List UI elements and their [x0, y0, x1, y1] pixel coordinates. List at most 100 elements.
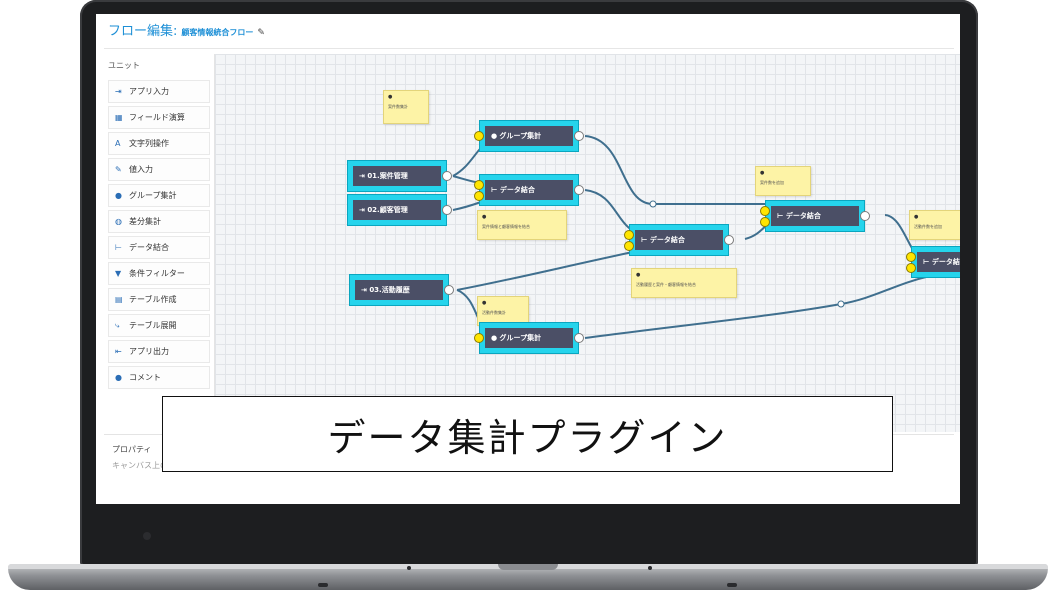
- node-body: ⇥ 02.顧客管理: [353, 200, 441, 220]
- input-port[interactable]: [474, 191, 484, 201]
- flow-canvas[interactable]: ●案件数集計 ●案件情報と顧客情報を結合 ●案件数を追加 ●活動履歴と案件・顧客…: [214, 54, 960, 432]
- input-port[interactable]: [906, 252, 916, 262]
- node-data-join-1[interactable]: ⊢ データ結合: [474, 174, 584, 206]
- sticky-note[interactable]: ● 案件情報と顧客情報を結合: [477, 210, 567, 240]
- unit-table-create[interactable]: ▤テーブル作成: [108, 288, 210, 311]
- text-op-icon: A: [115, 139, 121, 148]
- header-divider: [104, 48, 954, 49]
- app-input-icon: ⇥: [359, 172, 365, 180]
- node-body: ⊢ データ結合: [485, 180, 573, 200]
- sticky-note[interactable]: ● 案件数を追加: [755, 166, 811, 196]
- data-join-icon: ⊢: [777, 212, 784, 220]
- node-body: ● グループ集計: [485, 328, 573, 348]
- note-text: 活動件数集計: [482, 309, 506, 315]
- comment-icon: ●: [760, 170, 765, 176]
- unit-app-input[interactable]: ⇥アプリ入力: [108, 80, 210, 103]
- unit-filter[interactable]: ▼条件フィルター: [108, 262, 210, 285]
- node-data-join-2[interactable]: ⊢ データ結合: [624, 224, 734, 256]
- data-join-icon: ⊢: [491, 186, 498, 194]
- app-input-icon: ⇥: [359, 206, 365, 214]
- note-text: 案件数を追加: [760, 179, 784, 185]
- node-label: 02.顧客管理: [367, 206, 408, 214]
- sticky-note[interactable]: ●活動履歴と案件・顧客情報を結合: [631, 268, 737, 298]
- caption-banner: データ集計プラグイン: [162, 396, 893, 472]
- node-body: ⊢ データ結合: [771, 206, 859, 226]
- output-port[interactable]: [724, 235, 734, 245]
- unit-data-join[interactable]: ⊢データ結合: [108, 236, 210, 259]
- node-input-03[interactable]: ⇥ 03.活動履歴: [349, 274, 454, 306]
- unit-field-calc[interactable]: ▦フィールド演算: [108, 106, 210, 129]
- filter-icon: ▼: [115, 269, 122, 278]
- unit-value-input[interactable]: ✎ 値入力: [108, 158, 210, 181]
- unit-table-expand[interactable]: ⤷テーブル展開: [108, 314, 210, 337]
- comment-icon: ●: [482, 214, 487, 220]
- input-port[interactable]: [760, 206, 770, 216]
- input-port[interactable]: [474, 180, 484, 190]
- node-label: グループ集計: [499, 334, 542, 342]
- laptop-foot: [318, 583, 328, 587]
- output-port[interactable]: [860, 211, 870, 221]
- node-input-02[interactable]: ⇥ 02.顧客管理: [347, 194, 452, 226]
- node-body: ⇥ 03.活動履歴: [355, 280, 443, 300]
- input-port[interactable]: [760, 217, 770, 227]
- page-title-label: フロー編集:: [108, 24, 178, 39]
- node-group-agg-1[interactable]: ● グループ集計: [474, 120, 584, 152]
- note-text: 活動履歴と案件・顧客情報を結合: [636, 281, 696, 287]
- comment-icon: ●: [115, 373, 122, 382]
- unit-palette: ユニット ⇥アプリ入力 ▦フィールド演算 A 文字列操作 ✎ 値入力 ●グループ集計…: [104, 52, 214, 392]
- output-port[interactable]: [442, 205, 452, 215]
- sticky-note[interactable]: ● 活動件数集計: [477, 296, 529, 326]
- output-port[interactable]: [444, 285, 454, 295]
- pencil-icon[interactable]: ✎: [257, 28, 265, 38]
- output-port[interactable]: [574, 131, 584, 141]
- comment-icon: ●: [482, 300, 487, 306]
- node-group-agg-2[interactable]: ● グループ集計: [474, 322, 584, 354]
- input-port[interactable]: [474, 333, 484, 343]
- group-agg-icon: ●: [115, 191, 122, 200]
- unit-diff-agg[interactable]: ◍差分集計: [108, 210, 210, 233]
- input-port[interactable]: [624, 230, 634, 240]
- unit-app-output[interactable]: ⇤アプリ出力: [108, 340, 210, 363]
- comment-icon: ●: [914, 214, 919, 220]
- input-port[interactable]: [474, 131, 484, 141]
- app-input-icon: ⇥: [361, 286, 367, 294]
- webcam: [143, 532, 151, 540]
- unit-text-op[interactable]: A 文字列操作: [108, 132, 210, 155]
- diff-agg-icon: ◍: [115, 217, 122, 226]
- hinge-dot: [648, 566, 652, 570]
- note-text: 活動件数を追加: [914, 223, 942, 229]
- node-data-join-4[interactable]: ⊢ データ結合: [906, 246, 960, 278]
- app-input-icon: ⇥: [115, 87, 122, 96]
- group-agg-icon: ●: [491, 132, 498, 140]
- sticky-note[interactable]: ● 案件数集計: [383, 90, 429, 124]
- node-input-01[interactable]: ⇥ 01.案件管理: [347, 160, 452, 192]
- unit-group-agg[interactable]: ●グループ集計: [108, 184, 210, 207]
- comment-icon: ●: [388, 94, 393, 100]
- node-data-join-3[interactable]: ⊢ データ結合: [760, 200, 870, 232]
- group-agg-icon: ●: [491, 334, 498, 342]
- node-body: ⊢ データ結合: [917, 252, 960, 272]
- unit-comment[interactable]: ●コメント: [108, 366, 210, 389]
- output-port[interactable]: [574, 185, 584, 195]
- unit-label: 値入力: [129, 165, 153, 174]
- node-label: 01.案件管理: [367, 172, 408, 180]
- laptop-foot: [727, 583, 737, 587]
- input-port[interactable]: [906, 263, 916, 273]
- page-title: フロー編集:顧客情報統合フロー✎: [108, 20, 265, 39]
- data-join-icon: ⊢: [923, 258, 930, 266]
- node-label: データ結合: [785, 212, 821, 220]
- output-port[interactable]: [574, 333, 584, 343]
- input-port[interactable]: [624, 241, 634, 251]
- unit-label: 文字列操作: [129, 139, 169, 148]
- laptop-notch: [498, 564, 558, 570]
- note-text: 案件数集計: [388, 103, 408, 109]
- note-text: 案件情報と顧客情報を結合: [482, 223, 530, 229]
- data-join-icon: ⊢: [115, 243, 122, 252]
- unit-label: テーブル展開: [129, 321, 177, 330]
- flow-name: 顧客情報統合フロー: [181, 28, 254, 37]
- value-input-icon: ✎: [115, 165, 122, 174]
- output-port[interactable]: [442, 171, 452, 181]
- unit-palette-title: ユニット: [108, 61, 140, 70]
- sticky-note[interactable]: ● 活動件数を追加: [909, 210, 960, 240]
